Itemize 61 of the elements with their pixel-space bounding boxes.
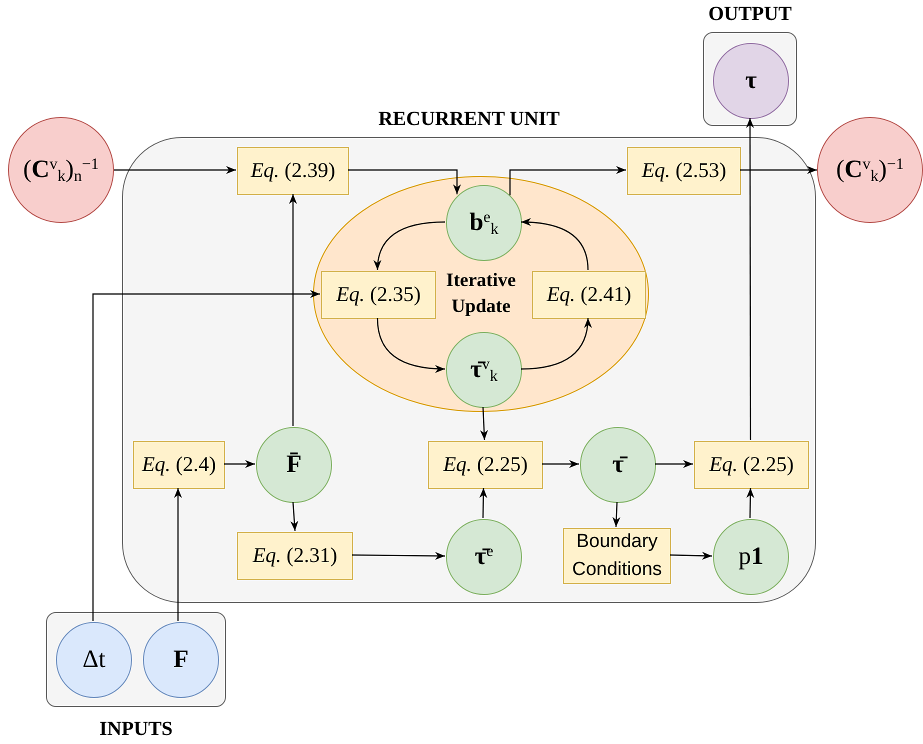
arrow xyxy=(352,552,445,560)
variable-circle xyxy=(817,117,923,223)
input-circle xyxy=(56,622,132,698)
arrow xyxy=(746,488,754,518)
arrow xyxy=(174,488,182,622)
arrow xyxy=(289,194,297,426)
arrow xyxy=(479,488,488,518)
equation-box xyxy=(237,532,353,580)
equation-label: Eq. (2.41) xyxy=(546,281,632,308)
equation-label: Eq. (2.4) xyxy=(142,451,216,478)
equation-label: Eq. (2.31) xyxy=(252,542,338,570)
variable-circle xyxy=(256,427,332,503)
math-symbol: (C$^{v}$$_{k}$)$^{−1}$ xyxy=(836,155,904,188)
variable-circle xyxy=(8,117,114,223)
equation-label: Eq. (2.25) xyxy=(709,451,794,478)
arrow xyxy=(740,166,817,174)
arrow xyxy=(290,502,298,532)
equation-box xyxy=(627,147,741,195)
equation-box xyxy=(428,441,543,489)
arrow xyxy=(376,318,446,373)
equation-box xyxy=(563,528,671,584)
math-symbol: F xyxy=(173,645,189,676)
arrow xyxy=(480,406,488,440)
arrow xyxy=(348,169,461,194)
arrow xyxy=(520,218,589,270)
arrow xyxy=(746,118,754,440)
arrow xyxy=(374,221,446,270)
ellipse-label: Iterative Update xyxy=(445,269,517,319)
arrow xyxy=(224,460,255,468)
panel-title: RECURRENT UNIT xyxy=(378,107,560,132)
math-symbol: F̄ xyxy=(286,450,302,480)
equation-label: Eq. (2.35) xyxy=(336,281,421,308)
equation-box xyxy=(321,271,436,319)
variable-circle xyxy=(580,427,656,503)
output-circle xyxy=(713,43,789,119)
arrow xyxy=(612,502,620,528)
panel-title: INPUTS xyxy=(99,717,173,742)
equation-box xyxy=(694,441,809,489)
arrow xyxy=(92,290,320,621)
equation-label: Eq. (2.39) xyxy=(250,157,336,184)
variable-circle xyxy=(713,519,789,595)
math-symbol: Δt xyxy=(82,645,106,676)
arrow xyxy=(655,460,693,468)
condition-label: Boundary Conditions xyxy=(571,530,663,582)
equation-box xyxy=(133,441,225,489)
math-symbol: p1 xyxy=(738,542,764,572)
panel-title: OUTPUT xyxy=(708,2,792,27)
arrow xyxy=(542,460,579,468)
arrow xyxy=(114,166,236,174)
variable-circle xyxy=(446,185,522,261)
arrow xyxy=(670,552,712,560)
equation-label: Eq. (2.25) xyxy=(443,451,528,478)
equation-label: Eq. (2.53) xyxy=(642,157,726,184)
input-circle xyxy=(143,622,219,698)
arrow xyxy=(509,166,626,196)
math-symbol: τ xyxy=(745,66,757,96)
variable-circle xyxy=(446,332,522,408)
variable-circle xyxy=(446,519,522,595)
equation-box xyxy=(532,271,646,319)
arrow xyxy=(520,318,592,370)
equation-box xyxy=(237,147,349,195)
